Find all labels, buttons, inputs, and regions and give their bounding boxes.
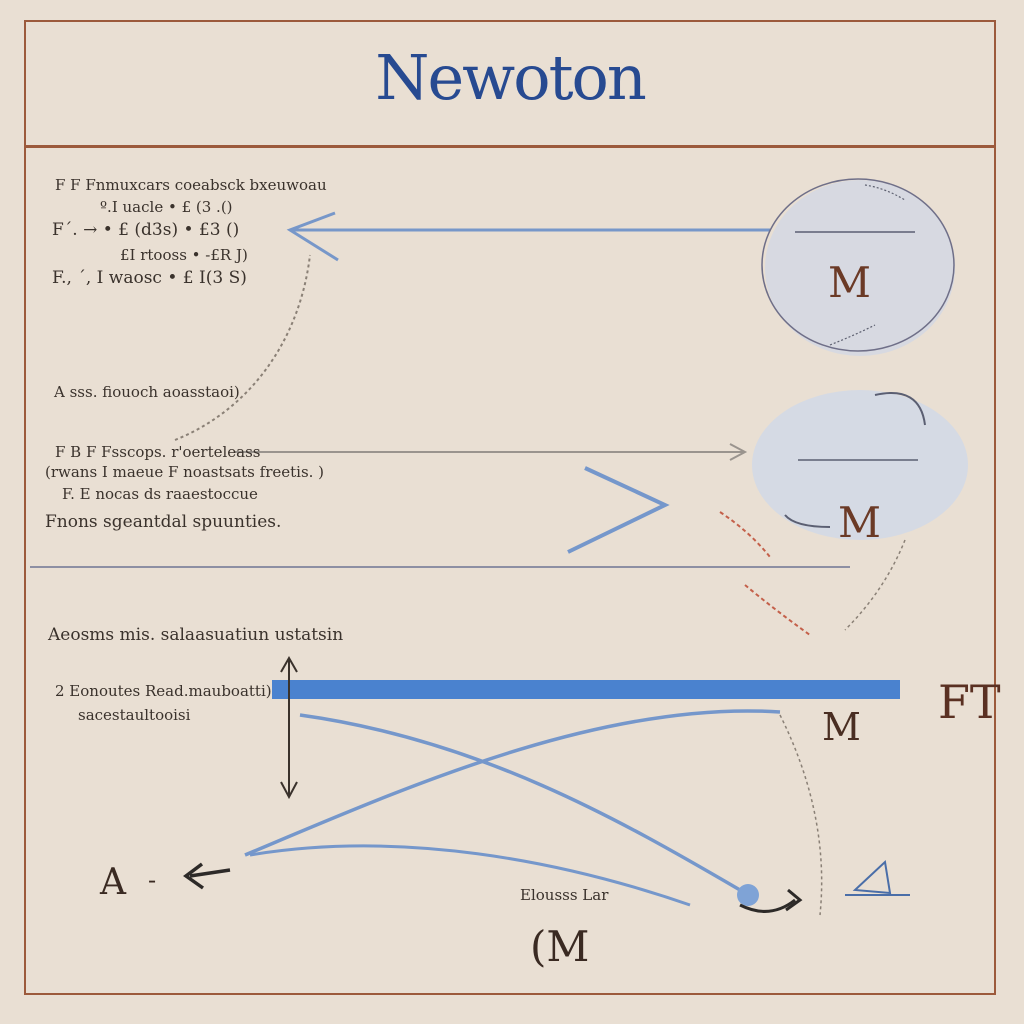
left-arrowhead (183, 862, 205, 890)
top-line-4: £I rtooss • -£R J) (120, 246, 248, 264)
vertical-arrow-top (280, 655, 298, 673)
top-line-1: F F Fnmuxcars coeabsck bxeuwoau (55, 176, 327, 194)
mid-line-1: F B F Fsscops. r'oerteleass (55, 443, 261, 461)
title-bar: Newoton (24, 20, 996, 148)
mid-line-2: (rwans I maeue F noastsats freetis. ) (45, 463, 325, 481)
top-mass-glow (765, 180, 955, 356)
top-line-2: º.I uacle • £ (3 .() (100, 198, 233, 216)
ball-arrow (739, 898, 796, 913)
ball-arrowhead (785, 888, 803, 912)
mass-bottom-label: (M (530, 922, 590, 971)
lower-line-1: 2 Eonoutes Read.mauboatti) (55, 682, 272, 700)
force-label: FT (938, 675, 1001, 729)
vertical-arrow-bottom (280, 781, 298, 800)
mid-pointer-arrowhead (729, 443, 748, 461)
acceleration-label: A (100, 862, 126, 903)
top-force-arrowhead (286, 211, 339, 262)
top-mass-circle (761, 178, 955, 352)
mid-gray-scribble (844, 539, 906, 631)
chevron-arrow (567, 466, 670, 554)
top-line-3: F´. → • £ (d3s) • £3 () (52, 220, 240, 240)
ball-mass (737, 884, 759, 906)
mid-mass-hook-2 (784, 514, 831, 528)
diagram-frame (24, 20, 996, 995)
right-scribble (779, 714, 823, 916)
mid-line-4: Fnons sgeantdal spuunties. (45, 512, 282, 532)
trajectory-1 (299, 713, 741, 892)
mass-mid-label: M (838, 498, 882, 547)
trajectory-3 (249, 844, 691, 907)
mid-mass-glow (752, 390, 968, 540)
trajectory-2 (244, 709, 781, 857)
red-scribble-2 (744, 584, 811, 636)
mid-mass-hook (874, 392, 926, 426)
top-line-5: F., ´, I waosc • £ I(3 S) (52, 268, 247, 288)
page-title: Newoton (375, 41, 647, 114)
bottom-caption: Elousss Lar (520, 886, 609, 904)
blue-force-band (272, 680, 900, 699)
mid-line-3: F. E nocas ds raaestoccue (62, 485, 258, 503)
left-arrow (189, 868, 231, 878)
top-mass-scribble (864, 184, 906, 201)
top-annotation: A sss. fiouoch aoasstaoi) (54, 383, 240, 401)
mass-top-label: M (828, 258, 872, 307)
top-mass-scribble-2 (829, 324, 876, 346)
small-triangle-mark (852, 859, 892, 895)
lower-heading: Aeosms mis. salaasuatiun ustatsin (48, 625, 344, 645)
mass-band-label: M (822, 705, 861, 749)
lower-line-2: sacestaultooisi (78, 706, 191, 724)
acceleration-dash: - (148, 866, 157, 894)
